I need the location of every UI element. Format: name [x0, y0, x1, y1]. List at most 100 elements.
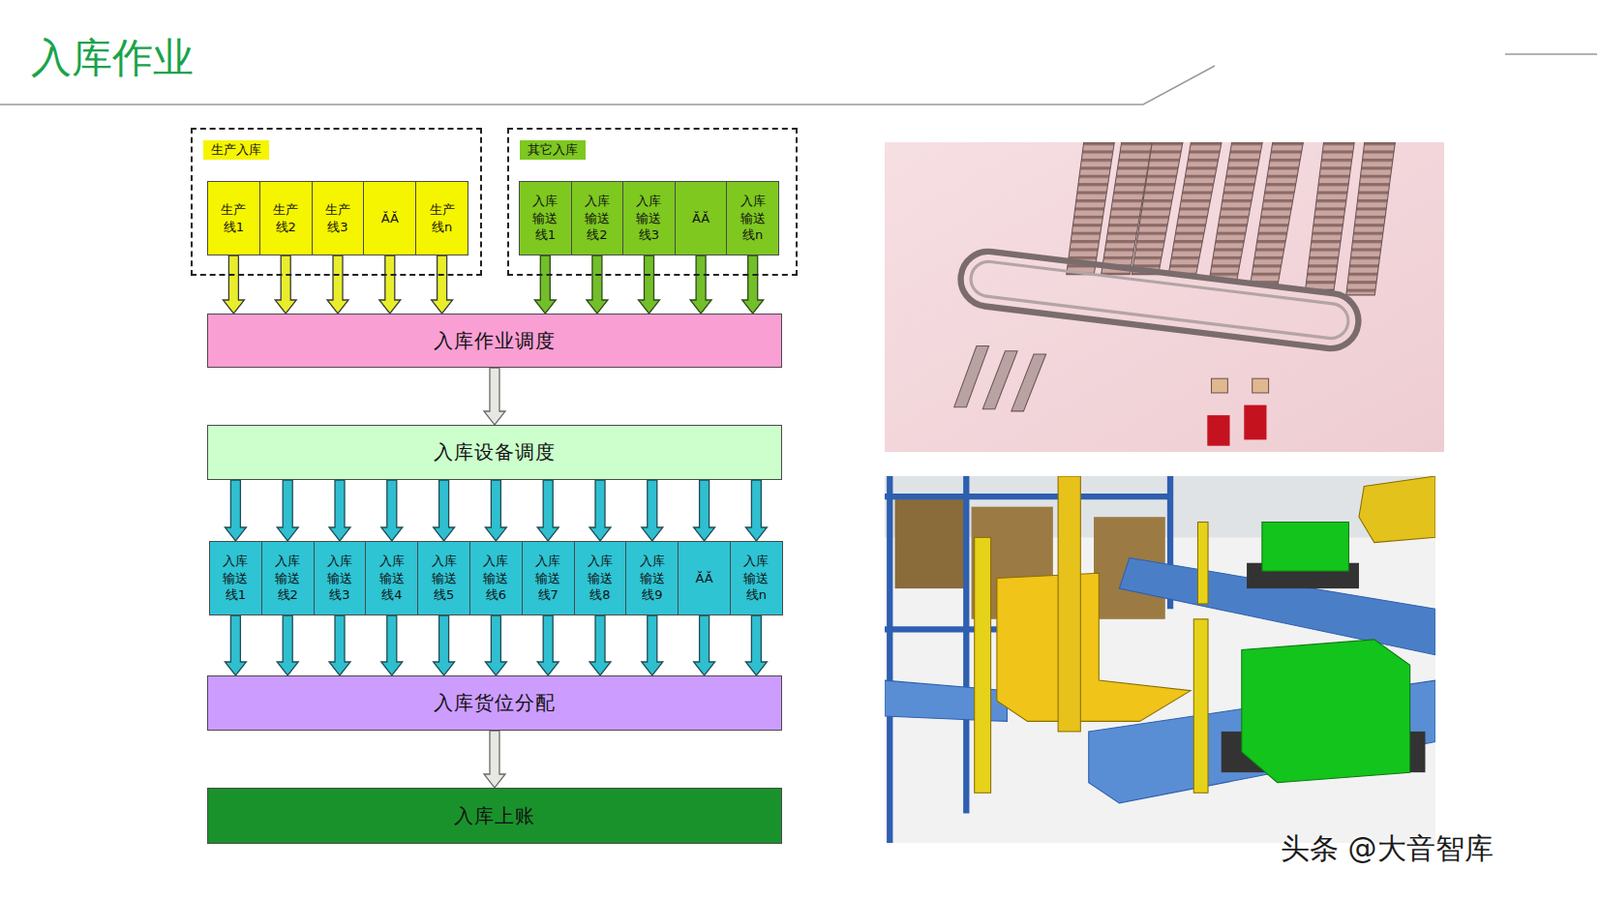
box-label: 入库 输送 线4: [375, 552, 409, 604]
line-box: 生产 线1: [207, 181, 261, 256]
block-arrow: [379, 255, 401, 314]
process-band: 入库上账: [207, 787, 783, 845]
block-arrow: [276, 615, 299, 676]
box-label: 入库 输送 线3: [632, 192, 665, 244]
block-arrow: [641, 480, 664, 542]
block-arrow: [381, 480, 403, 542]
line-box: 入库 输送 线7: [521, 541, 575, 616]
line-box: 生产 线n: [415, 181, 469, 256]
group-tag: 其它入库: [519, 140, 586, 160]
ground: [884, 142, 1445, 453]
block-arrow: [433, 480, 455, 542]
line-box: 入库 输送 线5: [417, 541, 471, 616]
feed-conveyor: [982, 351, 1018, 410]
group-frame: 生产入库生产 线1 生产 线2 生产 线3 ĂĂ 生产 线n: [190, 127, 483, 276]
rack-frame: [884, 493, 1171, 500]
forklift: [1243, 405, 1267, 441]
block-arrow: [327, 255, 349, 314]
block-arrow: [224, 615, 246, 676]
green-box: [1262, 522, 1350, 573]
box-label: 生产 线1: [216, 201, 250, 236]
warehouse-aerial-illustration: [884, 142, 1445, 453]
box-label: 入库 输送 线2: [580, 192, 614, 244]
rack: [1250, 142, 1304, 285]
band-label: 入库货位分配: [433, 690, 556, 717]
block-arrow: [694, 615, 716, 676]
band-label: 入库作业调度: [433, 328, 556, 355]
box-label: ĂĂ: [695, 570, 714, 588]
box-label: 生产 线3: [321, 201, 355, 236]
block-arrow: [641, 615, 664, 676]
line-box: ĂĂ: [674, 181, 728, 256]
block-arrow: [745, 480, 767, 542]
block-arrow: [694, 480, 716, 542]
pallet: [1211, 378, 1229, 393]
line-box: 入库 输送 线9: [625, 541, 679, 616]
box-label: 入库 输送 线6: [479, 552, 513, 604]
line-box: 入库 输送 线n: [729, 541, 784, 616]
box-label: ĂĂ: [381, 210, 399, 228]
line-box: 入库 输送 线n: [725, 181, 780, 256]
box-label: 生产 线n: [425, 201, 459, 236]
box-label: 入库 输送 线2: [271, 552, 304, 604]
conveyor-loop: [968, 259, 1351, 340]
forklift: [1207, 415, 1230, 447]
box-label: 生产 线2: [269, 201, 302, 236]
line-box: 入库 输送 线6: [469, 541, 523, 616]
box-label: 入库 输送 线1: [218, 552, 252, 604]
line-box: 入库 输送 线2: [571, 181, 625, 256]
block-arrow: [433, 615, 455, 676]
yellow-post: [974, 537, 992, 793]
box-label: 入库 输送 线3: [323, 552, 357, 604]
line-box: 入库 输送 线2: [261, 541, 315, 616]
rack-frame: [886, 476, 893, 844]
block-arrow: [276, 480, 299, 542]
block-arrow: [484, 615, 507, 676]
slide-title: 入库作业: [30, 30, 194, 86]
block-arrow: [586, 255, 608, 314]
block-arrow: [222, 255, 244, 314]
yellow-post: [1193, 619, 1208, 793]
block-arrow: [483, 367, 506, 425]
line-box: 入库 输送 线4: [364, 541, 419, 616]
feed-conveyor: [954, 346, 990, 408]
box-label: 入库 输送 线5: [427, 552, 461, 604]
block-arrow: [224, 480, 246, 542]
block-arrow: [690, 255, 712, 314]
block-arrow: [537, 615, 559, 676]
block-arrow: [329, 480, 351, 542]
green-box: [1241, 639, 1411, 784]
block-arrow: [589, 615, 611, 676]
feed-conveyor: [1011, 354, 1047, 412]
line-box: 入库 输送 线3: [313, 541, 367, 616]
block-arrow: [483, 730, 506, 788]
rack: [1305, 142, 1356, 291]
block-arrow: [329, 615, 351, 676]
line-box: ĂĂ: [362, 181, 417, 256]
vehicle: [1358, 476, 1436, 544]
process-band: 入库作业调度: [207, 313, 783, 368]
rack-frame: [963, 476, 969, 814]
box-label: 入库 输送 线7: [531, 552, 565, 604]
line-box: 入库 输送 线3: [622, 181, 676, 256]
line-box: 入库 输送 线1: [209, 541, 263, 616]
box-label: 入库 输送 线n: [736, 192, 770, 244]
lifter: [996, 573, 1191, 722]
block-arrow: [537, 480, 559, 542]
line-box: ĂĂ: [677, 541, 731, 616]
block-arrow: [638, 255, 661, 314]
box-label: 入库 输送 线n: [739, 552, 773, 604]
block-arrow: [534, 255, 556, 314]
stored-box: [895, 496, 967, 589]
line-box: 入库 输送 线1: [518, 181, 573, 256]
process-band: 入库货位分配: [207, 675, 783, 731]
yellow-post: [1197, 522, 1208, 604]
block-arrow: [381, 615, 403, 676]
box-label: ĂĂ: [692, 210, 710, 228]
group-tag: 生产入库: [203, 140, 270, 160]
block-arrow: [274, 255, 297, 314]
rack: [1346, 142, 1396, 296]
group-frame: 其它入库入库 输送 线1入库 输送 线2 入库 输送 线3 ĂĂ 入库 输送 线n: [507, 127, 798, 276]
corner-rule: [1505, 53, 1598, 56]
